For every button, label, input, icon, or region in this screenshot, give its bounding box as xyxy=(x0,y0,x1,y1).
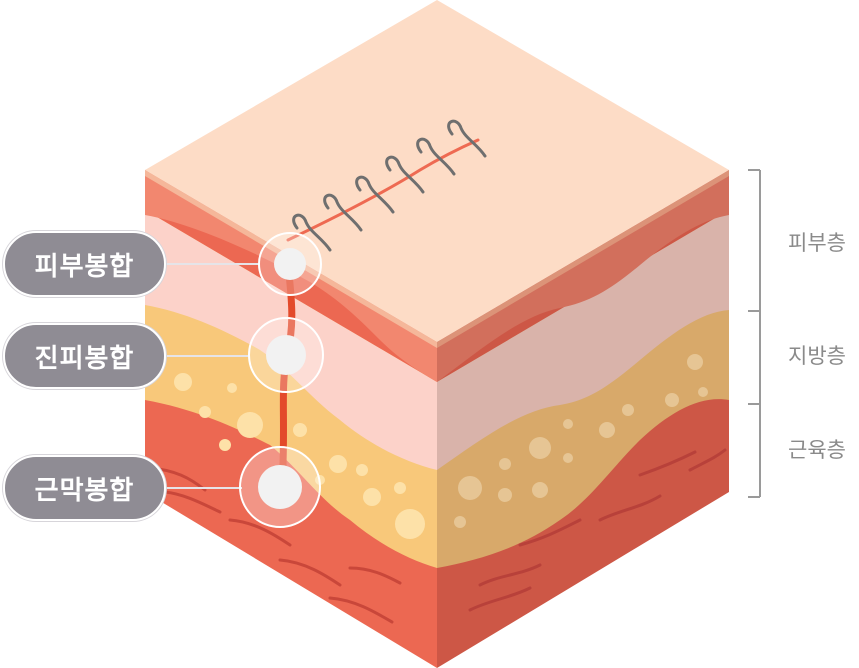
skin-stitches xyxy=(292,119,487,252)
suture-marker-fascia xyxy=(239,446,321,528)
callout-fascia-suture: 근막봉합 xyxy=(3,455,166,521)
epidermis-layer-right xyxy=(437,170,729,382)
layer-label-skin: 피부층 xyxy=(788,231,846,255)
callout-skin-suture: 피부봉합 xyxy=(3,231,166,297)
fat-globules-right xyxy=(454,354,708,528)
muscle-fibers-right xyxy=(468,448,727,612)
incision-line xyxy=(286,138,480,242)
layer-label-fat: 지방층 xyxy=(788,344,846,368)
dermis-layer-right xyxy=(437,210,729,470)
fat-globules-left xyxy=(174,373,425,539)
layer-label-muscle: 근육층 xyxy=(788,438,846,462)
suture-marker-dermis xyxy=(248,317,324,393)
epidermis-layer-left xyxy=(145,170,437,382)
layer-bracket xyxy=(748,169,761,498)
callout-dermal-suture: 진피봉합 xyxy=(3,323,166,389)
callout-connectors xyxy=(166,263,260,489)
suture-marker-skin xyxy=(258,232,322,296)
skin-surface xyxy=(145,0,729,342)
